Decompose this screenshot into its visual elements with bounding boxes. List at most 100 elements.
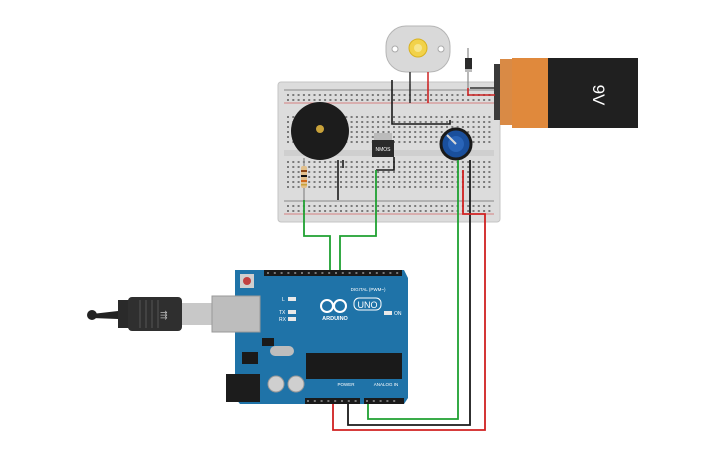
header-pin[interactable] — [347, 400, 350, 402]
reset-button[interactable] — [243, 277, 251, 285]
wire-green-3[interactable] — [367, 160, 459, 420]
breadboard-hole — [446, 171, 448, 173]
usb-cable[interactable]: ⇶ — [87, 297, 212, 331]
piezo-buzzer[interactable] — [291, 102, 349, 160]
breadboard-hole — [419, 126, 422, 128]
breadboard-hole — [472, 166, 475, 168]
breadboard-hole — [424, 186, 427, 188]
header-pin[interactable] — [393, 400, 396, 402]
header-pin[interactable] — [328, 272, 331, 274]
header-pin[interactable] — [280, 272, 283, 274]
header-pin[interactable] — [354, 400, 357, 402]
resistor[interactable] — [301, 158, 307, 202]
breadboard-hole — [329, 94, 332, 96]
breadboard-hole — [424, 161, 427, 163]
header-pin[interactable] — [313, 400, 316, 402]
header-pin[interactable] — [301, 272, 303, 274]
header-pin[interactable] — [334, 400, 337, 402]
breadboard-hole — [467, 166, 470, 168]
breadboard-hole — [440, 126, 443, 128]
wire-red[interactable] — [332, 170, 486, 431]
breadboard-hole — [477, 141, 480, 143]
header-pin[interactable] — [341, 400, 343, 402]
breadboard-hole — [292, 94, 295, 96]
breadboard-hole — [308, 176, 311, 178]
wire-green-1[interactable] — [303, 200, 331, 270]
diode[interactable] — [465, 48, 472, 88]
header-pin[interactable] — [294, 272, 297, 274]
header-pin[interactable] — [355, 272, 358, 274]
header-pin[interactable] — [366, 400, 368, 402]
breadboard-hole — [308, 171, 311, 173]
breadboard-hole — [451, 99, 454, 101]
breadboard-hole — [483, 176, 486, 178]
battery-9v[interactable]: 9V — [494, 58, 638, 128]
header-pins — [267, 272, 399, 402]
breadboard-hole — [318, 171, 321, 173]
breadboard-hole — [324, 181, 327, 183]
breadboard-hole — [287, 210, 289, 212]
breadboard-hole — [387, 161, 390, 163]
breadboard-hole — [398, 94, 401, 96]
breadboard-hole — [477, 181, 480, 183]
header-pin[interactable] — [307, 400, 309, 402]
breadboard-hole — [387, 126, 390, 128]
header-pin[interactable] — [348, 272, 351, 274]
breadboard-hole — [329, 171, 332, 173]
header-pin[interactable] — [386, 400, 389, 402]
header-pin[interactable] — [314, 272, 317, 274]
breadboard-hole — [488, 136, 491, 138]
header-pin[interactable] — [379, 400, 382, 402]
breadboard-hole — [430, 210, 433, 212]
header-pin[interactable] — [321, 272, 324, 274]
breadboard-hole — [382, 161, 385, 163]
breadboard-hole — [382, 176, 385, 178]
header-pin[interactable] — [320, 400, 323, 402]
header-pin[interactable] — [307, 272, 310, 274]
breadboard-hole — [430, 176, 433, 178]
header-pin[interactable] — [341, 272, 344, 274]
breadboard-hole — [329, 181, 332, 183]
header-pin[interactable] — [287, 272, 290, 274]
header-pin[interactable] — [375, 272, 378, 274]
breadboard-hole — [419, 94, 422, 96]
breadboard-hole — [387, 210, 390, 212]
header-pin[interactable] — [273, 272, 276, 274]
breadboard-hole — [408, 161, 411, 163]
breadboard-hole — [371, 94, 374, 96]
breadboard-hole — [446, 94, 448, 96]
dc-motor[interactable] — [385, 25, 451, 84]
breadboard-hole — [435, 186, 438, 188]
potentiometer[interactable] — [439, 127, 473, 161]
breadboard-hole — [435, 99, 438, 101]
header-pin[interactable] — [335, 272, 337, 274]
header-pin[interactable] — [389, 272, 392, 274]
breadboard-hole — [361, 126, 364, 128]
header-pin[interactable] — [369, 272, 371, 274]
breadboard-hole — [382, 131, 385, 133]
header-pin[interactable] — [362, 272, 365, 274]
nmos-transistor[interactable]: NMOS — [372, 133, 394, 157]
header-pin[interactable] — [267, 272, 269, 274]
breadboard-hole — [287, 94, 289, 96]
header-pin[interactable] — [382, 272, 385, 274]
arduino-logo-icon — [320, 299, 347, 313]
wire-green-2[interactable] — [339, 170, 377, 270]
breadboard-hole — [430, 136, 433, 138]
arduino-uno-board[interactable]: L TX RX ON ARDUINO UNO DIGITAL (PWM~) PO… — [211, 270, 408, 404]
header-pin[interactable] — [372, 400, 375, 402]
breadboard-hole — [371, 181, 374, 183]
breadboard-hole — [446, 121, 448, 123]
breadboard-hole — [414, 141, 417, 143]
breadboard-hole — [451, 94, 454, 96]
breadboard-hole — [393, 181, 395, 183]
breadboard-hole — [334, 181, 337, 183]
breadboard-hole — [483, 131, 486, 133]
breadboard-hole — [414, 186, 417, 188]
wire-black[interactable] — [347, 160, 471, 426]
led-rx-label: RX — [279, 317, 287, 323]
breadboard-hole — [446, 166, 448, 168]
header-pin[interactable] — [327, 400, 330, 402]
breadboard-hole — [451, 166, 454, 168]
header-pin[interactable] — [396, 272, 399, 274]
